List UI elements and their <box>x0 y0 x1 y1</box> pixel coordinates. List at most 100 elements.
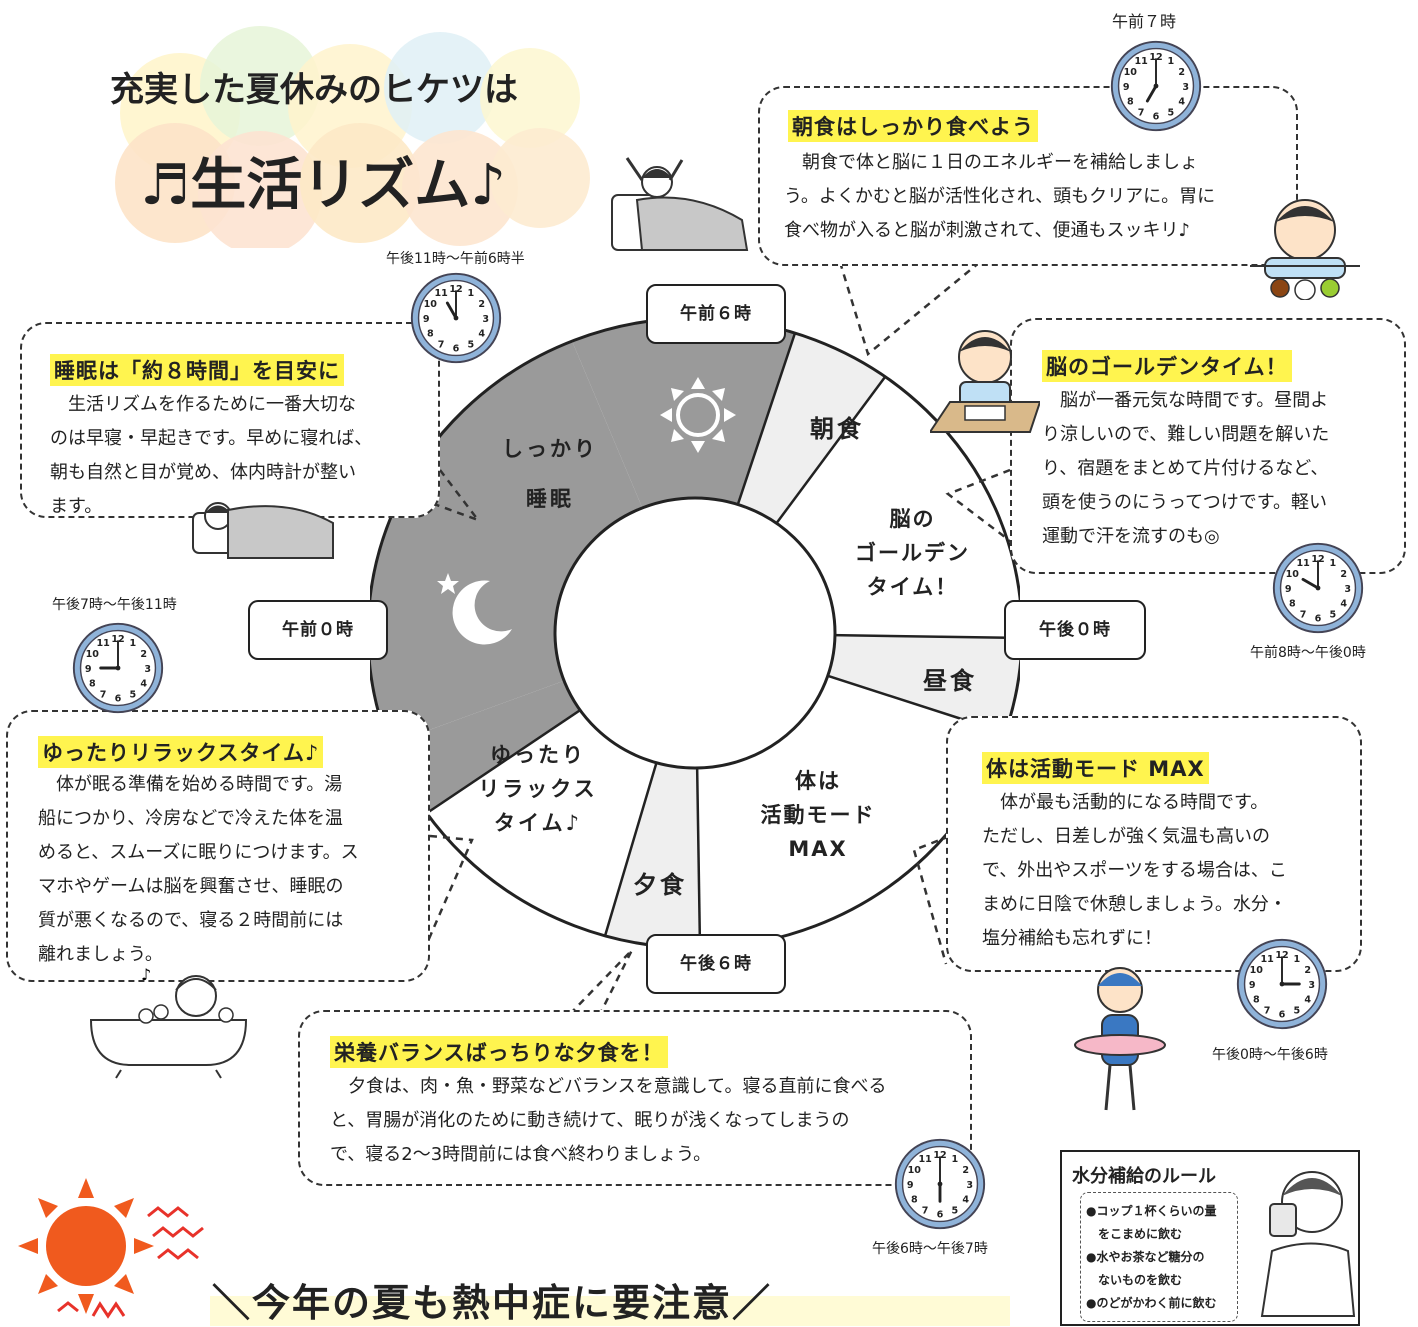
svg-text:2: 2 <box>1178 67 1185 78</box>
header-title: ♬生活リズム♪ <box>140 152 506 218</box>
svg-text:5: 5 <box>130 690 137 701</box>
segment-breakfast-label: 朝食 <box>810 415 864 443</box>
svg-text:12: 12 <box>1149 52 1162 63</box>
svg-text:5: 5 <box>1168 108 1175 119</box>
clock-label-sleep: 午後11時～午前6時半 <box>386 251 525 267</box>
bubble-sleep: 睡眠は「約８時間」を目安に 生活リズムを作るために一番大切な のは早寝・早起きで… <box>20 322 440 518</box>
segment-golden-label: 脳の ゴールデン タイム！ <box>855 507 970 599</box>
clock-label-dinner: 午後6時～午後7時 <box>872 1241 988 1257</box>
svg-text:9: 9 <box>1285 584 1292 595</box>
svg-text:2: 2 <box>962 1165 969 1176</box>
svg-text:9: 9 <box>907 1180 914 1191</box>
svg-text:12: 12 <box>449 284 462 295</box>
sun-icon <box>660 377 736 453</box>
bubble-relax-title: ゆったりリラックスタイム♪ <box>38 736 324 768</box>
svg-text:5: 5 <box>952 1206 959 1217</box>
svg-text:8: 8 <box>89 679 96 690</box>
segment-dinner-label: 夕食 <box>633 871 687 899</box>
bubble-golden-text: 脳が一番元気な時間です。昼間よ り涼しいので、難しい問題を解いた り、宿題をまと… <box>1042 390 1330 547</box>
svg-text:2: 2 <box>1340 569 1347 580</box>
clock-label-breakfast: 午前７時 <box>1112 12 1177 31</box>
header-subtitle: 充実した夏休みのヒケツは <box>110 70 518 110</box>
svg-text:6: 6 <box>115 694 122 705</box>
svg-text:5: 5 <box>1330 610 1337 621</box>
svg-text:8: 8 <box>1127 97 1134 108</box>
svg-text:4: 4 <box>1304 995 1311 1006</box>
bubble-dinner-text: 夕食は、肉・魚・野菜などバランスを意識して。寝る直前に食べる と、胃腸が消化のた… <box>330 1076 887 1165</box>
drinking-child-illustration <box>1260 1171 1356 1317</box>
bubble-breakfast-text: 朝食で体と脳に１日のエネルギーを補給しましょ う。よくかむと脳が活性化され、頭も… <box>784 152 1216 241</box>
bubble-active-title: 体は活動モード MAX <box>982 752 1209 784</box>
svg-text:12: 12 <box>933 1150 946 1161</box>
clock-label-golden: 午前8時～午後0時 <box>1250 645 1366 661</box>
svg-text:5: 5 <box>1294 1006 1301 1017</box>
svg-text:2: 2 <box>140 649 147 660</box>
svg-text:8: 8 <box>1253 995 1260 1006</box>
bubble-active-text: 体が最も活動的になる時間です。 ただし、日差しが強く気温も高いの で、外出やスポ… <box>982 792 1287 949</box>
svg-text:10: 10 <box>1250 965 1264 976</box>
clock-label-relax: 午後7時～午後11時 <box>52 597 177 613</box>
svg-text:3: 3 <box>966 1180 973 1191</box>
wheel-sleep-segment-upper <box>572 318 795 633</box>
bathing-child-illustration: ♪ <box>89 965 248 1079</box>
svg-text:12: 12 <box>111 634 124 645</box>
svg-text:3: 3 <box>482 314 489 325</box>
hot-sun-icon <box>18 1178 204 1319</box>
water-rules-title: 水分補給のルール <box>1072 1166 1216 1187</box>
svg-text:1: 1 <box>130 638 137 649</box>
svg-text:6: 6 <box>1315 614 1322 625</box>
time-box-pm0: 午後０時 <box>1004 600 1146 660</box>
header-bubbles-decoration <box>115 26 590 248</box>
svg-text:9: 9 <box>1249 980 1256 991</box>
bubble-relax: ゆったりリラックスタイム♪ 体が眠る準備を始める時間です。湯 船につかり、冷房な… <box>6 710 430 982</box>
svg-text:1: 1 <box>1330 558 1337 569</box>
bubble-sleep-text: 生活リズムを作るために一番大切な のは早寝・早起きです。早めに寝れば、 朝も自然… <box>50 394 373 517</box>
svg-text:1: 1 <box>952 1154 959 1165</box>
eating-child-illustration <box>1250 199 1360 300</box>
segment-active-label: 体は 活動モード MAX <box>760 769 876 861</box>
svg-text:6: 6 <box>1279 1010 1286 1021</box>
svg-text:4: 4 <box>1340 599 1347 610</box>
bubble-active: 体は活動モード MAX 体が最も活動的になる時間です。 ただし、日差しが強く気温… <box>946 716 1362 972</box>
svg-text:10: 10 <box>1124 67 1138 78</box>
daily-rhythm-wheel <box>370 318 1020 948</box>
svg-text:11: 11 <box>1134 56 1147 67</box>
svg-text:11: 11 <box>96 638 109 649</box>
segment-relax-label: ゆったり リラックス タイム♪ <box>478 743 598 835</box>
svg-text:3: 3 <box>1182 82 1189 93</box>
svg-text:9: 9 <box>1123 82 1130 93</box>
moon-icon <box>437 573 512 645</box>
svg-text:2: 2 <box>478 299 485 310</box>
bubble-golden-title: 脳のゴールデンタイム！ <box>1042 350 1292 382</box>
bubble-breakfast: 朝食はしっかり食べよう 朝食で体と脳に１日のエネルギーを補給しましょ う。よくか… <box>758 86 1298 266</box>
svg-text:1: 1 <box>468 288 475 299</box>
svg-text:12: 12 <box>1275 950 1288 961</box>
svg-text:3: 3 <box>144 664 151 675</box>
segment-sleep-label: しっかり 睡眠 <box>502 437 598 511</box>
waking-child-illustration <box>611 157 749 251</box>
svg-text:5: 5 <box>468 340 475 351</box>
svg-text:7: 7 <box>438 340 445 351</box>
bubble-dinner-title: 栄養バランスばっちりな夕食を！ <box>330 1036 668 1068</box>
swimming-child-illustration <box>1074 967 1166 1111</box>
svg-text:1: 1 <box>1168 56 1175 67</box>
svg-text:8: 8 <box>1289 599 1296 610</box>
svg-text:4: 4 <box>1178 97 1185 108</box>
svg-text:10: 10 <box>424 299 438 310</box>
svg-text:4: 4 <box>962 1195 969 1206</box>
time-box-am0: 午前０時 <box>248 600 388 660</box>
svg-text:7: 7 <box>1138 108 1145 119</box>
svg-text:7: 7 <box>1300 610 1307 621</box>
svg-text:11: 11 <box>1260 954 1273 965</box>
studying-child-illustration <box>930 330 1040 433</box>
svg-text:11: 11 <box>918 1154 931 1165</box>
clock-label-active: 午後0時～午後6時 <box>1212 1047 1328 1063</box>
svg-text:12: 12 <box>1311 554 1324 565</box>
svg-text:8: 8 <box>427 329 434 340</box>
